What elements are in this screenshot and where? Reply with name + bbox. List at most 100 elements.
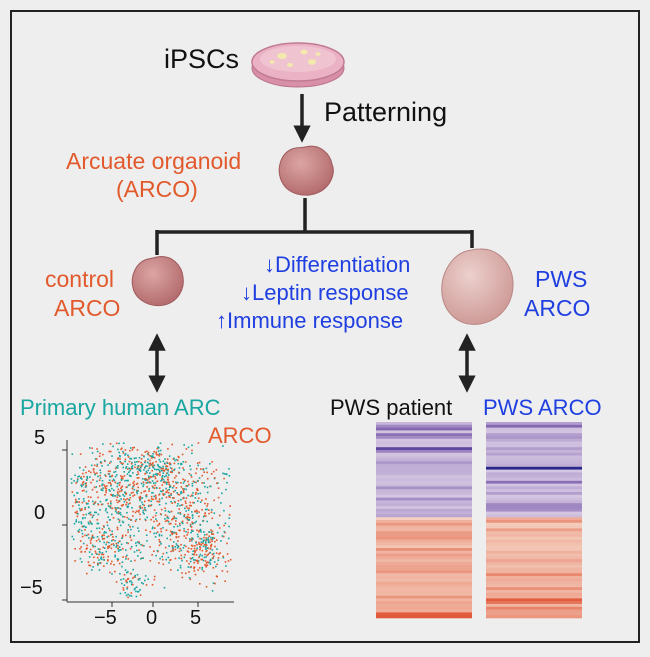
umap-point [187, 566, 190, 568]
umap-point [171, 532, 174, 534]
umap-point [109, 450, 112, 453]
heatmap-cell [376, 506, 472, 510]
umap-point [88, 470, 90, 472]
umap-point [84, 529, 86, 531]
branch-connector [155, 198, 474, 255]
heatmap-cell [376, 520, 472, 524]
umap-point [81, 535, 84, 538]
umap-point [144, 461, 146, 464]
umap-point [178, 467, 181, 469]
umap-point [148, 465, 151, 467]
umap-point [148, 467, 151, 469]
umap-point [112, 494, 114, 496]
umap-point [174, 501, 176, 504]
umap-point [143, 513, 145, 515]
heatmap-cell [486, 452, 582, 456]
umap-point [158, 522, 161, 525]
umap-point [203, 536, 205, 539]
umap-point [205, 498, 207, 500]
heatmap-cell [486, 489, 582, 493]
umap-point [205, 564, 208, 567]
umap-point [173, 500, 176, 503]
umap-point [175, 475, 177, 477]
umap-point [88, 551, 91, 553]
umap-point [223, 530, 226, 533]
umap-point [114, 481, 117, 484]
umap-point [191, 529, 193, 531]
umap-point [119, 458, 121, 460]
heatmap-cell [376, 436, 472, 440]
umap-point [117, 507, 119, 509]
heatmap-cell [376, 612, 472, 616]
umap-point [149, 504, 152, 507]
umap-point [129, 580, 131, 583]
umap-point [177, 536, 180, 538]
umap-point [197, 569, 199, 571]
umap-point [197, 497, 200, 499]
umap-point [226, 553, 229, 555]
heatmap-cell [486, 422, 582, 426]
umap-point [128, 474, 131, 477]
umap-point [135, 457, 137, 459]
umap-point [133, 534, 135, 537]
umap-point [160, 530, 162, 533]
umap-point [114, 555, 116, 558]
umap-point [122, 515, 124, 518]
umap-point [95, 511, 97, 514]
umap-point [179, 504, 181, 507]
umap-point [185, 505, 188, 508]
umap-point [209, 563, 212, 565]
umap-point [145, 482, 147, 484]
umap-point [119, 508, 122, 510]
umap-point [127, 578, 129, 580]
umap-point [114, 551, 116, 553]
umap-point [130, 580, 132, 582]
umap-point [201, 509, 203, 511]
heatmap-cell [376, 567, 472, 571]
heatmap-cell [376, 452, 472, 456]
umap-point [87, 506, 90, 509]
umap-point [141, 501, 143, 504]
umap-point [78, 475, 80, 478]
umap-point [85, 513, 88, 516]
umap-point [178, 456, 180, 459]
umap-point [175, 520, 177, 522]
x-tick-label: 0 [146, 607, 158, 629]
heatmap-cell [376, 508, 472, 512]
umap-point [183, 556, 186, 559]
umap-point [151, 456, 153, 458]
umap-point [146, 482, 149, 484]
umap-point [98, 553, 100, 556]
umap-point [191, 539, 193, 542]
umap-point [175, 481, 177, 483]
umap-point [156, 474, 158, 476]
umap-point [98, 479, 101, 481]
umap-point [188, 507, 190, 510]
umap-point [191, 523, 194, 525]
umap-point [156, 480, 159, 482]
umap-point [207, 537, 210, 539]
umap-point [117, 457, 120, 459]
umap-point [165, 551, 168, 554]
umap-point [215, 469, 218, 471]
heatmap-cell [376, 517, 472, 521]
umap-point [112, 445, 114, 448]
umap-point [121, 582, 123, 585]
umap-point [90, 538, 93, 540]
umap-point [131, 581, 133, 584]
umap-point [168, 496, 170, 498]
pws-organoid-icon [441, 248, 514, 325]
umap-point [107, 545, 109, 548]
umap-point [208, 509, 210, 511]
umap-point [139, 499, 141, 502]
umap-point [171, 467, 173, 470]
umap-point [173, 541, 175, 543]
umap-point [151, 455, 154, 457]
umap-point [108, 546, 110, 548]
umap-point [104, 474, 106, 476]
umap-point [180, 486, 183, 488]
umap-point [117, 558, 120, 560]
umap-point [128, 594, 131, 597]
heatmap-cell [486, 590, 582, 594]
umap-point [100, 562, 102, 564]
